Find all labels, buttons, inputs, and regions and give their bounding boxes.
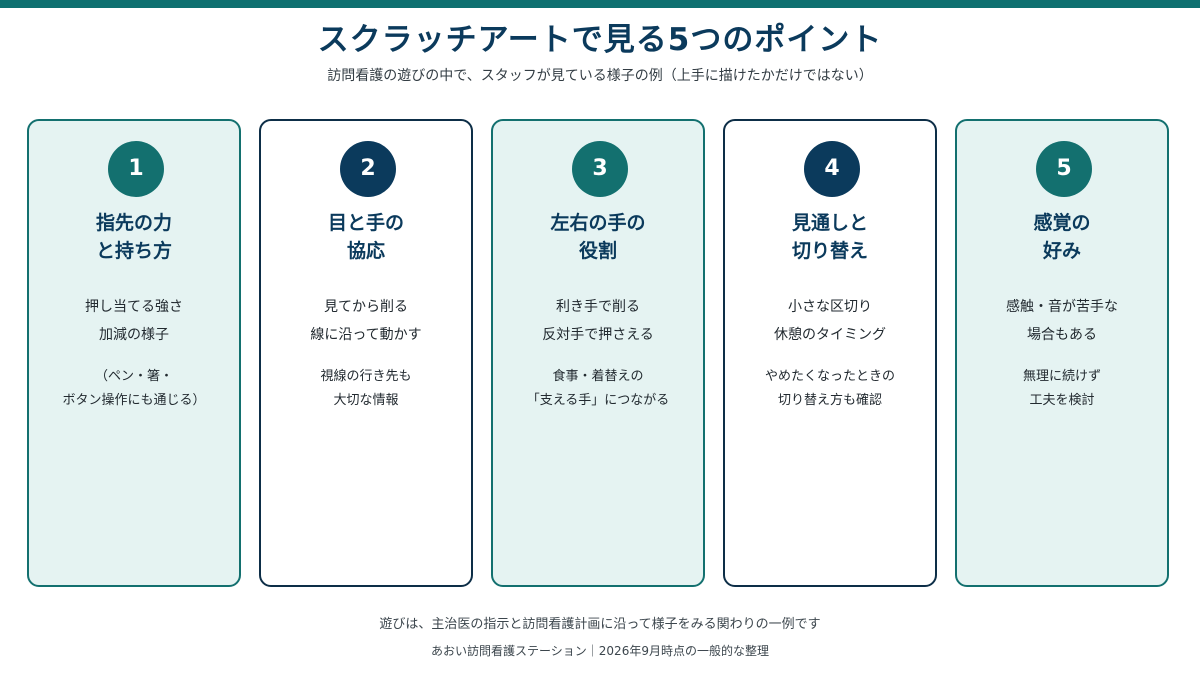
point-note-line: 大切な情報 <box>333 393 399 408</box>
point-note-line: （ペン・箸・ <box>94 369 173 384</box>
point-card-3: 3 左右の手の 役割 利き手で削る 反対手で押さえる 食事・着替えの 「支える手… <box>491 119 705 587</box>
point-note-line: 「支える手」につながる <box>526 393 670 408</box>
point-heading-line: 目と手の <box>327 212 404 234</box>
point-heading-line: 役割 <box>578 240 617 262</box>
point-note: （ペン・箸・ ボタン操作にも通じる） <box>29 365 239 413</box>
point-heading-line: 切り替え <box>791 240 868 262</box>
point-body-line: 利き手で削る <box>556 299 640 315</box>
point-body-line: 反対手で押さえる <box>542 327 654 343</box>
point-note-line: 切り替え方も確認 <box>777 393 882 408</box>
point-heading: 目と手の 協応 <box>261 209 471 265</box>
point-body-line: 小さな区切り <box>788 299 872 315</box>
point-body-line: 線に沿って動かす <box>310 327 422 343</box>
point-number-badge: 3 <box>572 141 628 197</box>
point-number-badge: 5 <box>1036 141 1092 197</box>
point-card-1: 1 指先の力 と持ち方 押し当てる強さ 加減の様子 （ペン・箸・ ボタン操作にも… <box>27 119 241 587</box>
point-card-2: 2 目と手の 協応 見てから削る 線に沿って動かす 視線の行き先も 大切な情報 <box>259 119 473 587</box>
point-heading: 左右の手の 役割 <box>493 209 703 265</box>
point-card-4: 4 見通しと 切り替え 小さな区切り 休憩のタイミング やめたくなったときの 切… <box>723 119 937 587</box>
footer-source: あおい訪問看護ステーション｜2026年9月時点の一般的な整理 <box>431 644 769 658</box>
page-subtitle: 訪問看護の遊びの中で、スタッフが見ている様子の例（上手に描けたかだけではない） <box>327 68 873 84</box>
page-title: スクラッチアートで見る5つのポイント <box>317 22 883 58</box>
point-note-line: ボタン操作にも通じる） <box>62 393 206 408</box>
point-body-line: 感触・音が苦手な <box>1006 299 1118 315</box>
point-heading: 指先の力 と持ち方 <box>29 209 239 265</box>
point-cards: 1 指先の力 と持ち方 押し当てる強さ 加減の様子 （ペン・箸・ ボタン操作にも… <box>27 119 1173 591</box>
point-card-5: 5 感覚の 好み 感触・音が苦手な 場合もある 無理に続けず 工夫を検討 <box>955 119 1169 587</box>
point-note-line: 視線の行き先も <box>320 369 412 384</box>
point-body-line: 場合もある <box>1027 327 1097 343</box>
point-heading-line: 好み <box>1042 240 1081 262</box>
point-heading: 感覚の 好み <box>957 209 1167 265</box>
point-note-line: 無理に続けず <box>1022 369 1101 384</box>
point-heading: 見通しと 切り替え <box>725 209 935 265</box>
point-number-badge: 1 <box>108 141 164 197</box>
footer-disclaimer: 遊びは、主治医の指示と訪問看護計画に沿って様子をみる関わりの一例です <box>379 617 821 632</box>
point-body-line: 見てから削る <box>324 299 408 315</box>
point-note: 視線の行き先も 大切な情報 <box>261 365 471 413</box>
point-number-badge: 2 <box>340 141 396 197</box>
top-accent-bar <box>0 0 1200 8</box>
point-body: 小さな区切り 休憩のタイミング <box>725 293 935 349</box>
point-note-line: 食事・着替えの <box>552 369 644 384</box>
point-number-badge: 4 <box>804 141 860 197</box>
point-heading-line: 指先の力 <box>95 212 172 234</box>
point-heading-line: と持ち方 <box>95 240 172 262</box>
point-heading-line: 感覚の <box>1033 212 1091 234</box>
point-body-line: 休憩のタイミング <box>774 327 886 343</box>
point-note: 食事・着替えの 「支える手」につながる <box>493 365 703 413</box>
point-body: 見てから削る 線に沿って動かす <box>261 293 471 349</box>
point-body: 感触・音が苦手な 場合もある <box>957 293 1167 349</box>
point-body: 利き手で削る 反対手で押さえる <box>493 293 703 349</box>
point-body-line: 加減の様子 <box>99 327 169 343</box>
point-note-line: やめたくなったときの <box>764 369 895 384</box>
point-heading-line: 協応 <box>346 240 385 262</box>
point-body: 押し当てる強さ 加減の様子 <box>29 293 239 349</box>
point-body-line: 押し当てる強さ <box>85 299 183 315</box>
point-note: 無理に続けず 工夫を検討 <box>957 365 1167 413</box>
point-heading-line: 左右の手の <box>550 212 646 234</box>
point-note-line: 工夫を検討 <box>1029 393 1095 408</box>
point-note: やめたくなったときの 切り替え方も確認 <box>725 365 935 413</box>
point-heading-line: 見通しと <box>791 212 868 234</box>
